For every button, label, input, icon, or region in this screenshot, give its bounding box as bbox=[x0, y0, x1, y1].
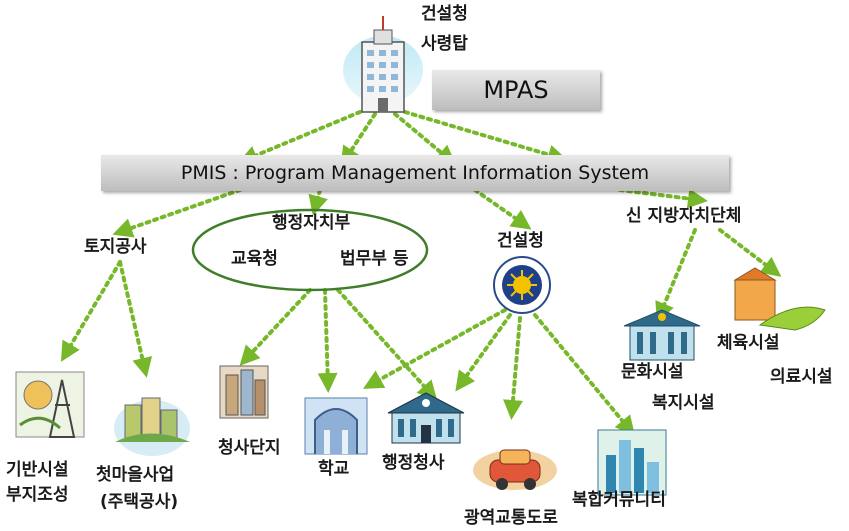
mpas-bar: MPAS bbox=[432, 70, 600, 110]
node-construction-agency: 건설청 bbox=[497, 231, 544, 251]
school-icon bbox=[304, 397, 368, 455]
infrastructure-icon bbox=[15, 371, 85, 438]
community-icon bbox=[597, 429, 667, 496]
arrow-hq-to-pmis-left bbox=[237, 110, 362, 165]
admin-ministry-ellipse bbox=[191, 208, 429, 292]
pmis-bar: PMIS : Program Management Information Sy… bbox=[101, 155, 729, 191]
arrow-admin-to-complex bbox=[239, 288, 312, 366]
arrow-pmis-to-land bbox=[112, 188, 242, 238]
transit-road-icon bbox=[473, 449, 557, 490]
node-justice-ministry: 법무부 등 bbox=[340, 249, 409, 269]
arrow-pmis-to-construction bbox=[473, 188, 532, 230]
arrow-local-to-sports bbox=[718, 228, 782, 277]
leaf-admin-building: 행정청사 bbox=[382, 453, 445, 473]
leaf-school: 학교 bbox=[318, 459, 350, 479]
leaf-medical: 의료시설 bbox=[770, 367, 833, 387]
arrow-const-to-building bbox=[455, 313, 512, 392]
village-icon bbox=[114, 397, 190, 456]
arrow-land-to-village bbox=[118, 260, 153, 378]
arrow-hq-to-pmis-mid2 bbox=[393, 112, 457, 166]
connector-arrows bbox=[60, 110, 782, 437]
arrow-admin-to-school bbox=[317, 288, 338, 393]
arrow-const-to-community bbox=[533, 313, 636, 437]
construction-agency-emblem-icon bbox=[493, 256, 551, 314]
arrow-local-to-culture bbox=[655, 228, 697, 323]
node-admin-ministry: 행정자치부 bbox=[272, 213, 351, 233]
admin-building-icon bbox=[387, 392, 465, 444]
leaf-community: 복합커뮤니티 bbox=[572, 490, 666, 510]
mpas-label: MPAS bbox=[483, 76, 549, 104]
arrow-const-to-transit bbox=[503, 316, 523, 420]
node-new-local-gov: 신 지방자치단체 bbox=[626, 206, 742, 226]
sports-facility-icon bbox=[733, 267, 826, 331]
leaf-sports: 체육시설 bbox=[717, 333, 780, 353]
arrow-hq-to-pmis-right bbox=[403, 110, 568, 165]
leaf-village-line2: (주택공사) bbox=[100, 492, 179, 512]
leaf-infra-line2: 부지조성 bbox=[6, 485, 69, 505]
arrow-pmis-to-admin bbox=[308, 188, 328, 216]
leaf-transit-road: 광역교통도로 bbox=[464, 508, 558, 528]
arrow-land-to-infra bbox=[60, 260, 122, 362]
leaf-welfare: 복지시설 bbox=[652, 393, 715, 413]
arrow-admin-to-building bbox=[336, 288, 438, 401]
leaf-gov-complex: 청사단지 bbox=[218, 438, 281, 458]
node-education-office: 교육청 bbox=[231, 249, 278, 269]
arrow-const-to-school bbox=[363, 308, 507, 389]
leaf-village-line1: 첫마을사업 bbox=[96, 465, 175, 485]
gov-complex-icon bbox=[219, 365, 269, 419]
node-land-corp: 토지공사 bbox=[84, 237, 147, 257]
leaf-infra-line1: 기반시설 bbox=[6, 460, 69, 480]
hq-label-line1: 건설청 bbox=[421, 4, 468, 24]
arrow-pmis-to-local bbox=[618, 188, 708, 209]
hq-label-line2: 사령탑 bbox=[421, 34, 468, 54]
arrow-hq-to-pmis-mid1 bbox=[340, 112, 377, 167]
pmis-label: PMIS : Program Management Information Sy… bbox=[180, 162, 650, 184]
leaf-culture: 문화시설 bbox=[621, 362, 684, 382]
culture-facility-icon bbox=[623, 309, 701, 361]
hq-building-icon bbox=[343, 16, 423, 113]
